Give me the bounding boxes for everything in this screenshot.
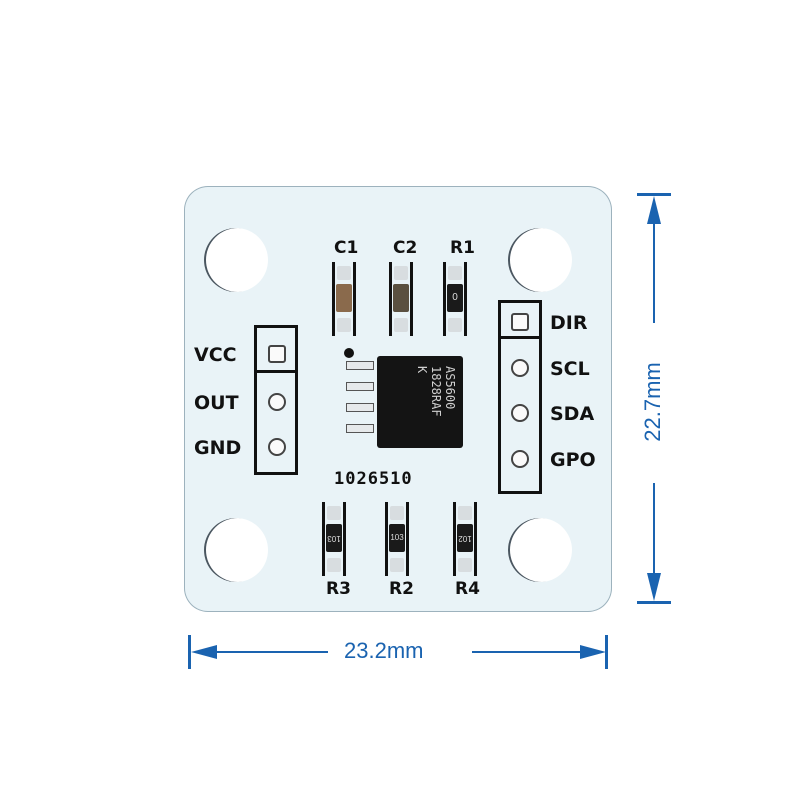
label-c2: C2 bbox=[393, 238, 418, 258]
label-out: OUT bbox=[194, 392, 239, 414]
width-line-left bbox=[200, 651, 328, 653]
left-header-divider bbox=[254, 370, 298, 373]
label-gnd: GND bbox=[194, 437, 242, 459]
chip-marking: AS5600 1828RAF K bbox=[415, 366, 457, 417]
pin-gnd bbox=[268, 438, 286, 456]
pcb-board: C1 C2 R1 0 VCC OUT GND DIR SCL SDA GPO bbox=[184, 186, 612, 612]
right-header-outline bbox=[498, 300, 542, 494]
as5600-chip: AS5600 1828RAF K bbox=[377, 356, 463, 448]
width-tick-right bbox=[605, 635, 608, 669]
mounting-hole-top-left bbox=[204, 228, 268, 292]
width-line-right bbox=[472, 651, 590, 653]
mounting-hole-bottom-left bbox=[204, 518, 268, 582]
arrow-right-icon bbox=[580, 645, 606, 659]
resistor-r1: 0 bbox=[443, 262, 467, 336]
pin-dir bbox=[511, 313, 529, 331]
label-gpo: GPO bbox=[550, 449, 596, 471]
label-vcc: VCC bbox=[194, 344, 237, 366]
label-c1: C1 bbox=[334, 238, 359, 258]
label-sda: SDA bbox=[550, 403, 595, 425]
arrow-up-icon bbox=[647, 196, 661, 224]
resistor-r4: 102 bbox=[453, 502, 477, 576]
width-label: 23.2mm bbox=[344, 638, 424, 663]
label-r3: R3 bbox=[326, 579, 351, 599]
label-r4: R4 bbox=[455, 579, 480, 599]
label-r2: R2 bbox=[389, 579, 414, 599]
height-tick-top bbox=[637, 193, 671, 196]
width-tick-left bbox=[188, 635, 191, 669]
left-header-outline bbox=[254, 325, 298, 475]
pin-gpo bbox=[511, 450, 529, 468]
resistor-r2: 103 bbox=[385, 502, 409, 576]
label-r1: R1 bbox=[450, 238, 475, 258]
ic-lead bbox=[346, 424, 374, 433]
height-line-bottom bbox=[653, 483, 655, 583]
height-tick-bottom bbox=[637, 601, 671, 604]
ic-lead bbox=[346, 382, 374, 391]
pin-vcc bbox=[268, 345, 286, 363]
mounting-hole-top-right bbox=[508, 228, 572, 292]
label-dir: DIR bbox=[550, 312, 588, 334]
board-code: 1026510 bbox=[334, 469, 413, 489]
mounting-hole-bottom-right bbox=[508, 518, 572, 582]
pin-out bbox=[268, 393, 286, 411]
height-label: 22.7mm bbox=[640, 362, 665, 442]
label-scl: SCL bbox=[550, 358, 590, 380]
resistor-r3: 103 bbox=[322, 502, 346, 576]
right-header-divider bbox=[498, 336, 542, 339]
pin-sda bbox=[511, 404, 529, 422]
pin1-dot bbox=[344, 348, 354, 358]
pin-scl bbox=[511, 359, 529, 377]
capacitor-c2 bbox=[389, 262, 413, 336]
height-line-top bbox=[653, 215, 655, 323]
capacitor-c1 bbox=[332, 262, 356, 336]
arrow-left-icon bbox=[191, 645, 217, 659]
arrow-down-icon bbox=[647, 573, 661, 601]
ic-lead bbox=[346, 361, 374, 370]
ic-lead bbox=[346, 403, 374, 412]
